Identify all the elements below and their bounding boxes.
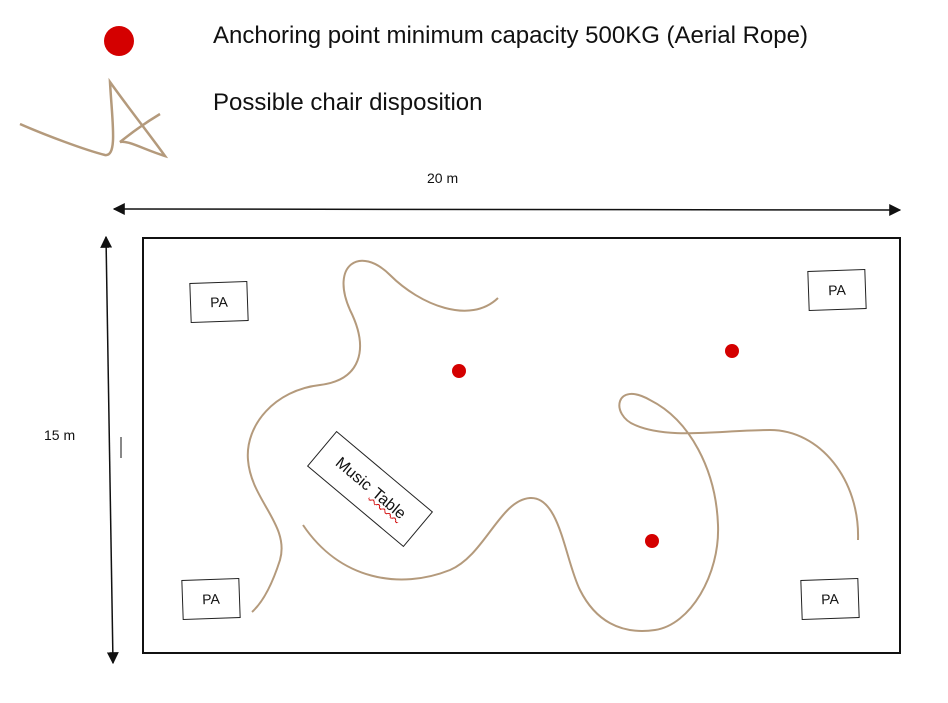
pa-label: PA	[827, 281, 847, 299]
pa-speaker-bottom-right: PA	[800, 578, 860, 620]
pa-speaker-top-right: PA	[807, 269, 867, 311]
width-dimension-label: 20 m	[427, 170, 459, 186]
pa-label: PA	[820, 590, 840, 608]
height-dimension-arrow	[100, 235, 119, 665]
legend-chair-line-icon	[19, 77, 169, 159]
chair-line-left	[246, 259, 499, 613]
anchor-point	[725, 344, 739, 358]
legend-chair-label: Possible chair disposition	[213, 89, 483, 116]
pa-speaker-bottom-left: PA	[181, 578, 241, 620]
room-outline	[142, 237, 901, 654]
pa-label: PA	[209, 293, 229, 311]
music-table-label-word1: Music	[331, 454, 375, 495]
anchor-point	[645, 534, 659, 548]
pa-speaker-top-left: PA	[189, 281, 249, 323]
legend-anchor-label: Anchoring point minimum capacity 500KG (…	[213, 22, 808, 49]
anchor-point	[452, 364, 466, 378]
height-dimension-label: 15 m	[44, 427, 76, 443]
chair-line-center	[302, 393, 860, 632]
pa-label: PA	[201, 590, 221, 608]
width-dimension-arrow	[112, 203, 902, 216]
legend-anchor-icon	[104, 26, 134, 56]
music-table-label-word2: Table	[368, 485, 409, 523]
